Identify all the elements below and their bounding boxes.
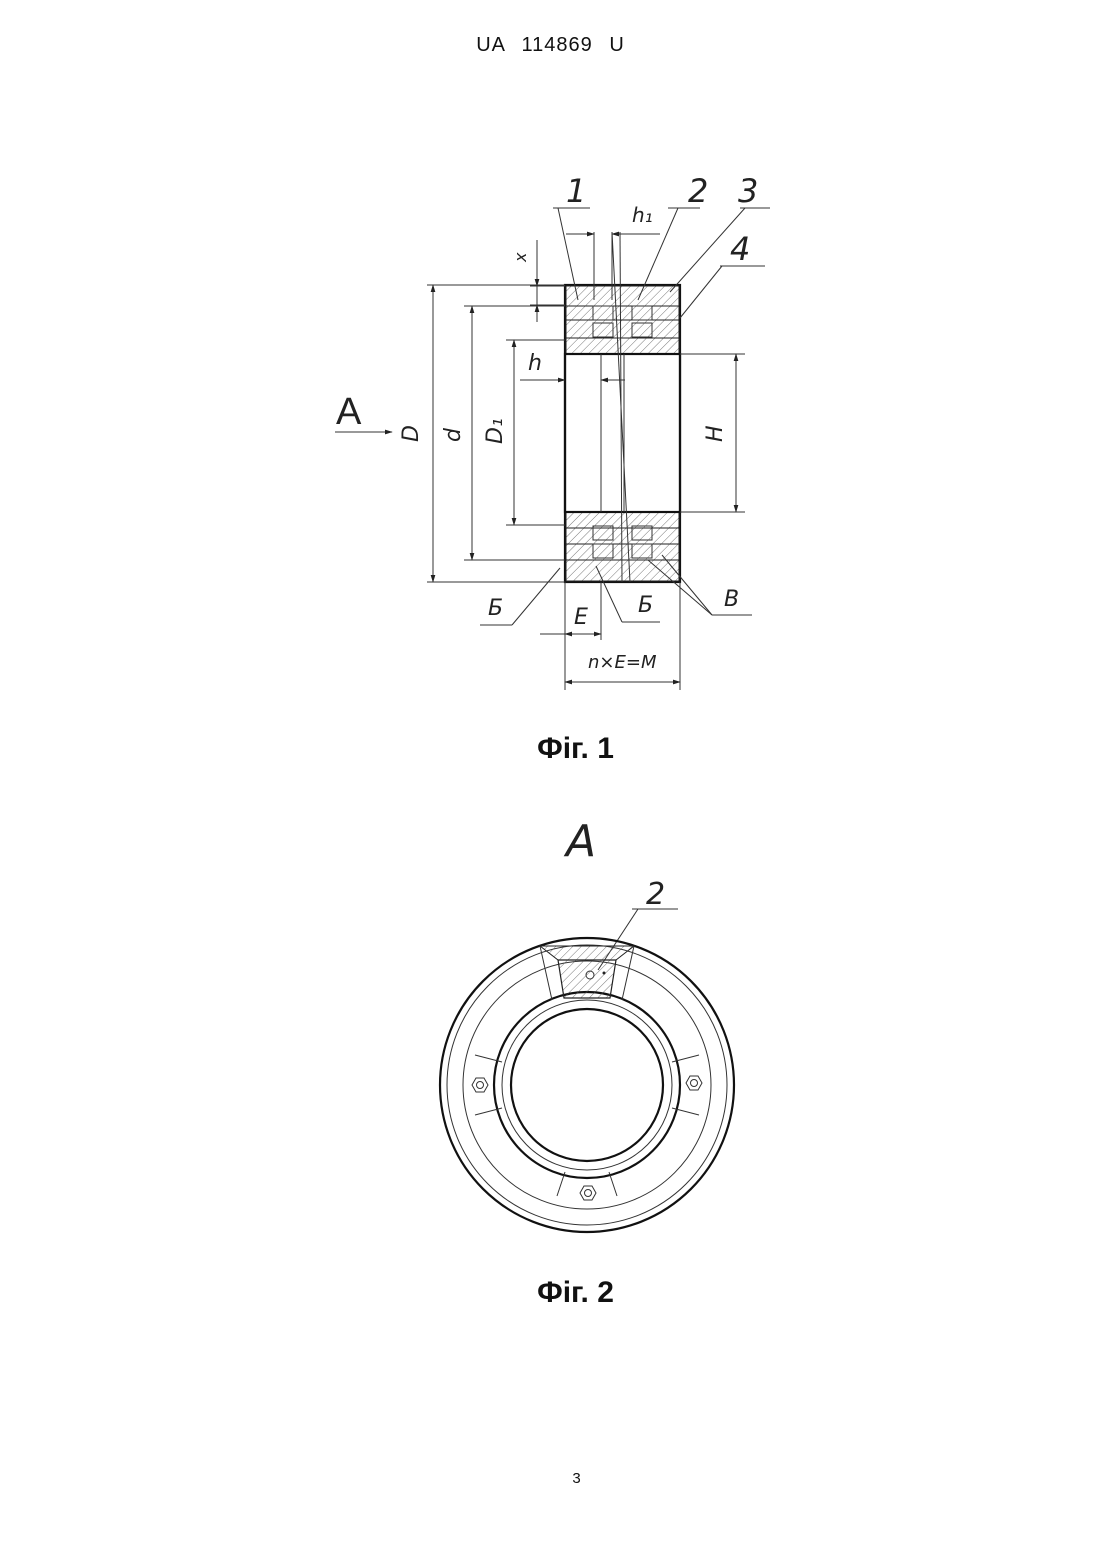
figure-2-caption: Фіг. 2: [25, 1276, 1101, 1310]
callout-2: 2: [688, 172, 708, 210]
dim-D1-label: D₁: [483, 418, 508, 444]
section-V-label: В: [724, 587, 739, 612]
dim-nE-label: n×E=M: [588, 652, 657, 673]
dim-D-label: D: [399, 425, 424, 442]
view-A-title: A: [563, 816, 596, 867]
dim-h1-label: h₁: [632, 203, 653, 227]
dim-x-label: x: [511, 252, 530, 263]
dim-H-label: H: [703, 425, 728, 442]
callout-1: 1: [566, 172, 586, 210]
figure-1-caption: Фіг. 1: [25, 732, 1101, 766]
section-B-mid-label: Б: [638, 593, 653, 618]
page-number: 3: [26, 1470, 1101, 1487]
key-segment: [558, 960, 616, 998]
bolt-left-icon: [472, 1078, 488, 1092]
bolt-right-icon: [686, 1076, 702, 1090]
figure-2-drawing: A 2: [440, 816, 734, 1232]
section-B-left-label: Б: [488, 596, 503, 621]
callout-4: 4: [730, 230, 750, 268]
view-arrow-label: A: [336, 391, 362, 433]
dim-h-label: h: [528, 351, 542, 376]
figure-1-drawing: 1 2 3 4 x h₁ h D d D₁ H E n×E=M A Б Б В: [335, 172, 770, 690]
callout-2-fig2: 2: [646, 877, 665, 912]
dim-E-label: E: [574, 605, 588, 630]
dim-d-label: d: [441, 427, 466, 442]
bolt-bottom-icon: [580, 1186, 596, 1200]
callout-3: 3: [738, 172, 758, 210]
inner-bore: [511, 1009, 663, 1161]
